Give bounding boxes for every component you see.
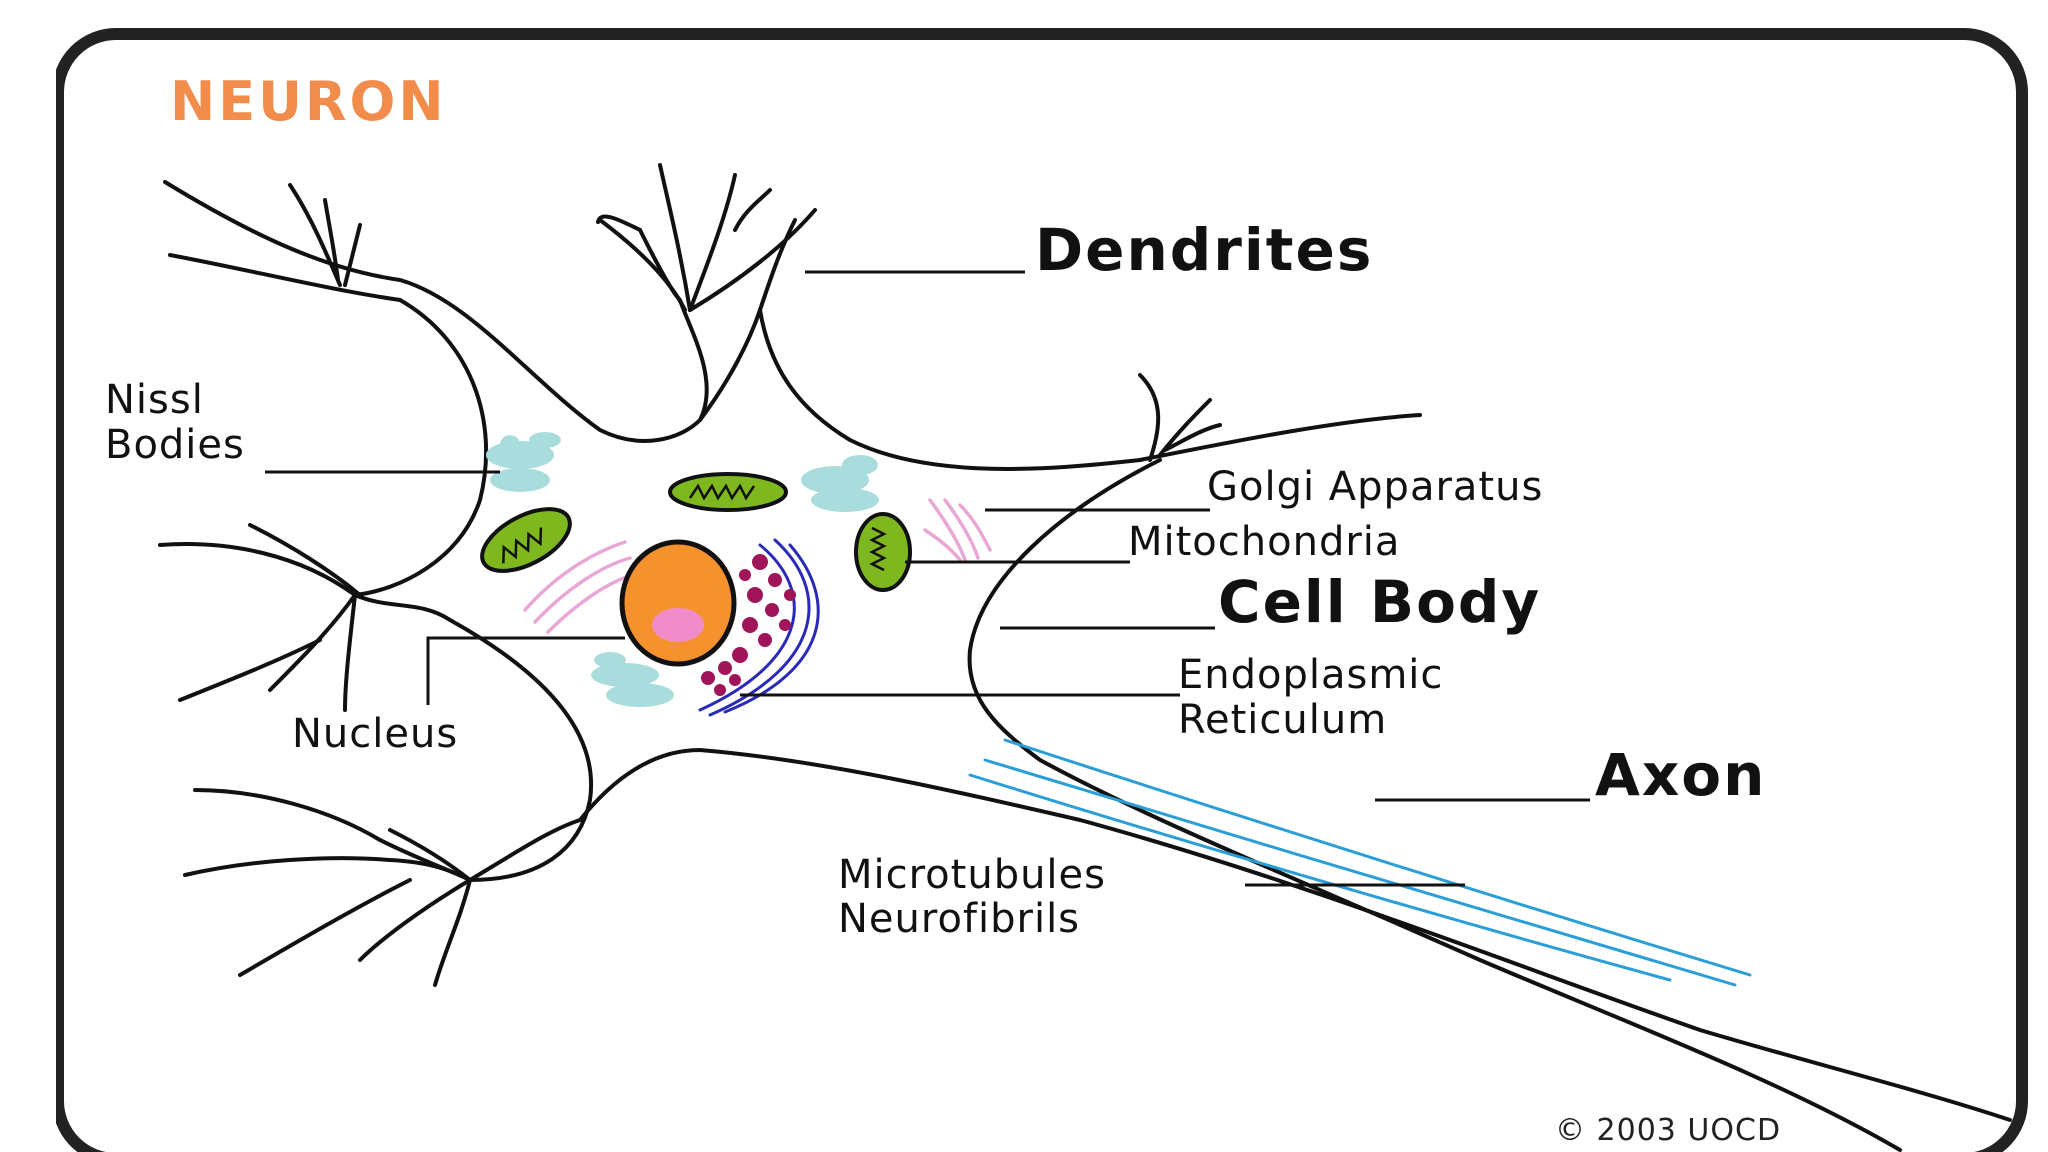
label-er-line2: Reticulum (1178, 697, 1387, 743)
lower-left-dendrite-c (468, 818, 582, 882)
nissl-body (811, 488, 879, 512)
mitochondrion (480, 507, 572, 573)
diagram-frame (52, 28, 2028, 1152)
left-margin (0, 0, 56, 1152)
nissl-body (529, 432, 561, 448)
soma-left-edge (353, 298, 489, 597)
mitochondrion (854, 512, 912, 592)
upper-left-twig-b (323, 198, 340, 282)
nissl-body (490, 468, 550, 492)
mid-left-twig-d (178, 638, 322, 702)
mitochondrion (668, 472, 788, 512)
nucleus-body (619, 539, 737, 667)
upper-left-branch (168, 253, 402, 302)
mid-left-dendrite (158, 542, 452, 622)
nissl-body (591, 663, 659, 687)
neuron-outline (158, 163, 2012, 1152)
lower-left-twig-d (238, 878, 412, 977)
label-mitochondria: Mitochondria (1128, 519, 1400, 565)
lower-left-twig-b (433, 878, 472, 987)
label-microtubules-line1: Microtubules (838, 852, 1106, 898)
lower-left-twig-c (388, 828, 472, 882)
lower-left-twig-a (358, 878, 472, 962)
nissl-bodies (486, 432, 879, 707)
nissl-body (594, 652, 626, 668)
label-axon: Axon (1595, 741, 1766, 809)
label-cell-body: Cell Body (1218, 568, 1541, 636)
copyright-notice: © 2003 UOCD (1555, 1113, 1781, 1148)
mid-left-twig-a (248, 523, 362, 597)
upper-center-twig-b (598, 218, 687, 312)
upper-left-twig-c (343, 223, 362, 287)
mitochondria-group (480, 472, 912, 592)
axon-upper-edge (967, 458, 1902, 1152)
label-dendrites: Dendrites (1035, 216, 1373, 284)
label-golgi: Golgi Apparatus (1207, 464, 1543, 510)
nissl-body (606, 683, 674, 707)
upper-center-twig-d (688, 173, 737, 312)
nucleolus (652, 608, 704, 642)
axon-lower-edge (578, 748, 2012, 1122)
lower-left-dendrite-b (183, 856, 472, 882)
mid-left-twig-c (343, 593, 357, 712)
nissl-body (500, 435, 520, 455)
soma-lower-left (448, 618, 594, 882)
label-nissl-line1: Nissl (105, 377, 204, 423)
soma-upper-right (758, 308, 1142, 471)
upper-center-twig-f (688, 208, 817, 312)
leader-nucleus (426, 636, 625, 705)
nissl-body (842, 455, 878, 475)
diagram-title: NEURON (170, 70, 447, 133)
golgi-apparatus (523, 498, 992, 634)
label-er-line1: Endoplasmic (1178, 652, 1443, 698)
label-microtubules-line2: Neurofibrils (838, 896, 1080, 942)
leader-lines (265, 270, 1590, 887)
upper-right-twig-a (1138, 373, 1161, 462)
upper-right-dendrite (1138, 413, 1422, 462)
upper-center-twig-e (733, 188, 772, 232)
label-nissl-line2: Bodies (105, 422, 245, 468)
nucleus (619, 539, 737, 667)
upper-right-twig-c (1163, 423, 1222, 452)
upper-center-twig-c (658, 163, 692, 312)
label-nucleus: Nucleus (292, 711, 458, 757)
